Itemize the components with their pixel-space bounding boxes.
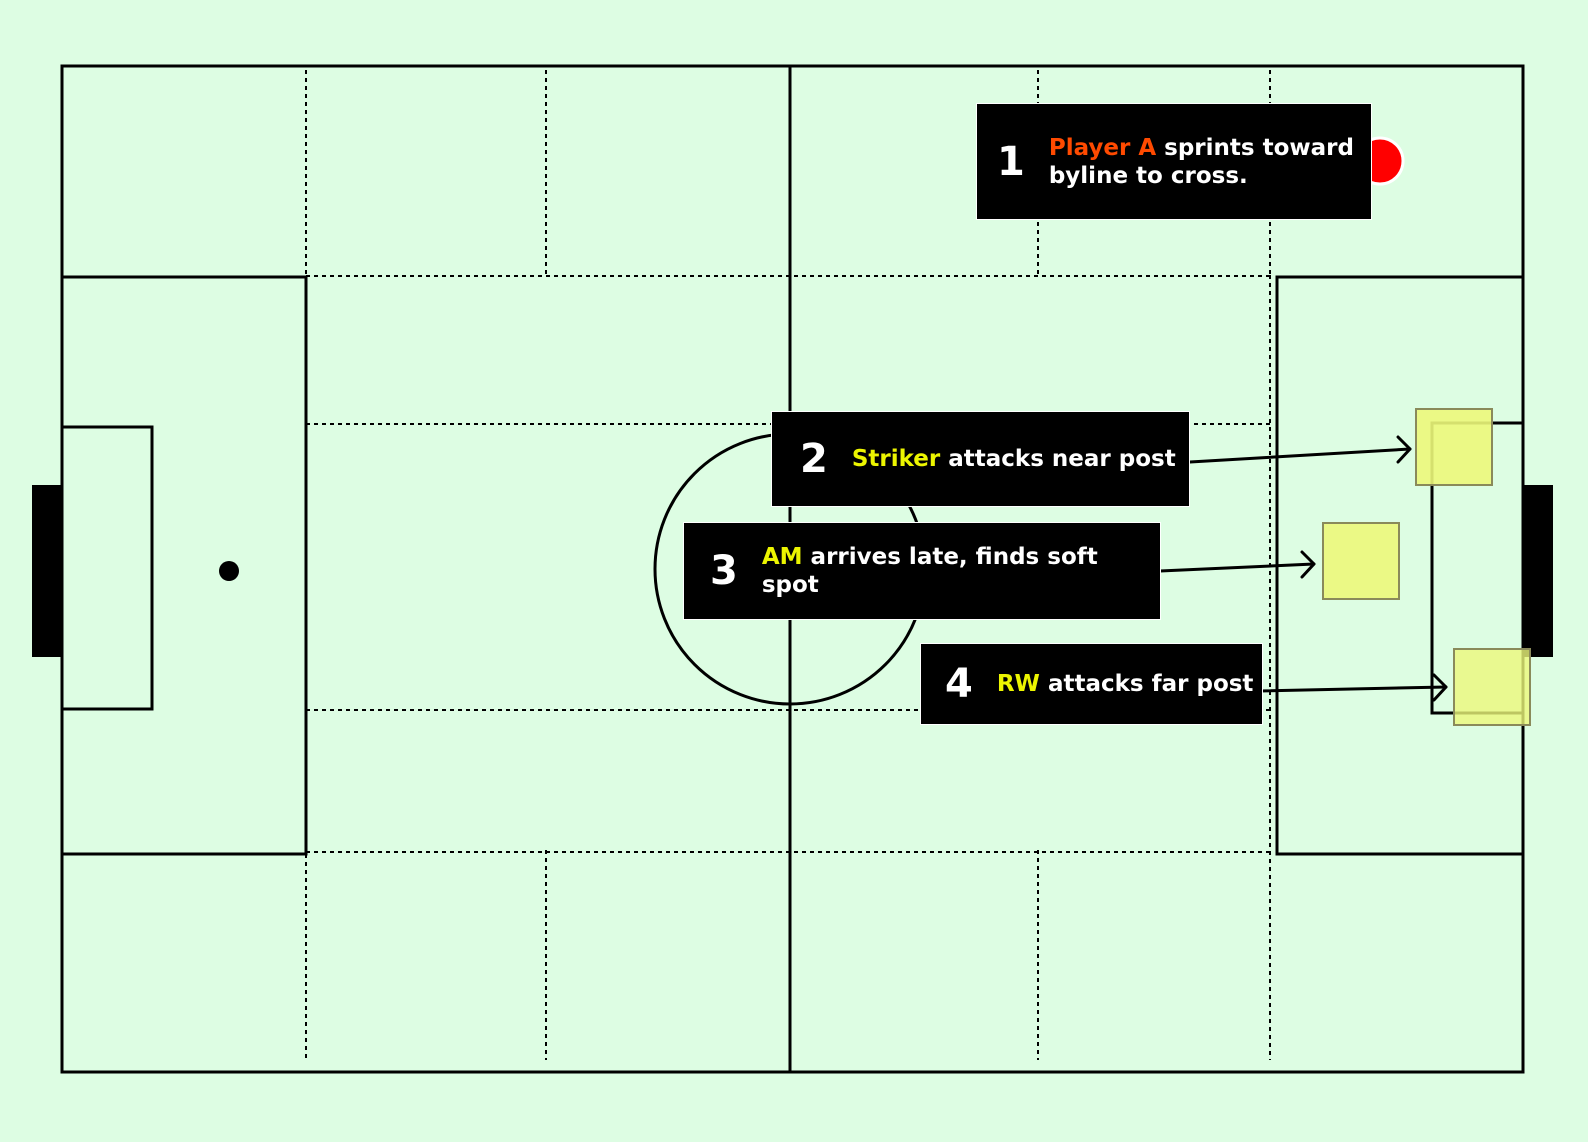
left-six-yard-box [60,425,154,711]
near-post-zone [1415,408,1493,486]
callout-text: Striker attacks near post [852,445,1176,473]
soft-spot-zone [1322,522,1400,600]
callout-body: attacks near post [940,446,1176,472]
callout-body: attacks far post [1039,671,1254,697]
callout-body: sprints toward [1156,134,1354,161]
arrow-near-post [1188,447,1412,464]
callout-number: 4 [945,661,973,707]
callout-text: AM arrives late, finds soft spot [762,543,1160,599]
callout-text: RW attacks far post [997,670,1254,698]
left-penalty-box [60,275,308,856]
callout-number: 1 [997,138,1025,185]
arrow-soft-spot [1158,562,1316,573]
callout-3: 3 AM arrives late, finds soft spot [683,522,1161,620]
callout-highlight: Striker [851,446,941,472]
penalty-spot [219,561,239,581]
left-goal [32,485,62,657]
right-goal [1523,485,1553,657]
callout-body: arrives late, finds soft spot [761,544,1098,598]
callout-body-line2: byline to cross. [1048,162,1248,189]
callout-2: 2 Striker attacks near post [771,411,1190,507]
callout-highlight: Player A [1048,134,1157,161]
arrow-far-post [1258,685,1448,693]
callout-highlight: AM [761,544,803,570]
callout-number: 2 [800,436,828,482]
callout-1: 1 Player A sprints toward byline to cros… [976,103,1372,220]
far-post-zone [1453,648,1531,726]
callout-text: Player A sprints toward byline to cross. [1049,134,1354,190]
callout-highlight: RW [996,671,1040,697]
callout-number: 3 [710,548,738,594]
callout-4: 4 RW attacks far post [920,643,1263,725]
run-arrows [1158,435,1448,702]
